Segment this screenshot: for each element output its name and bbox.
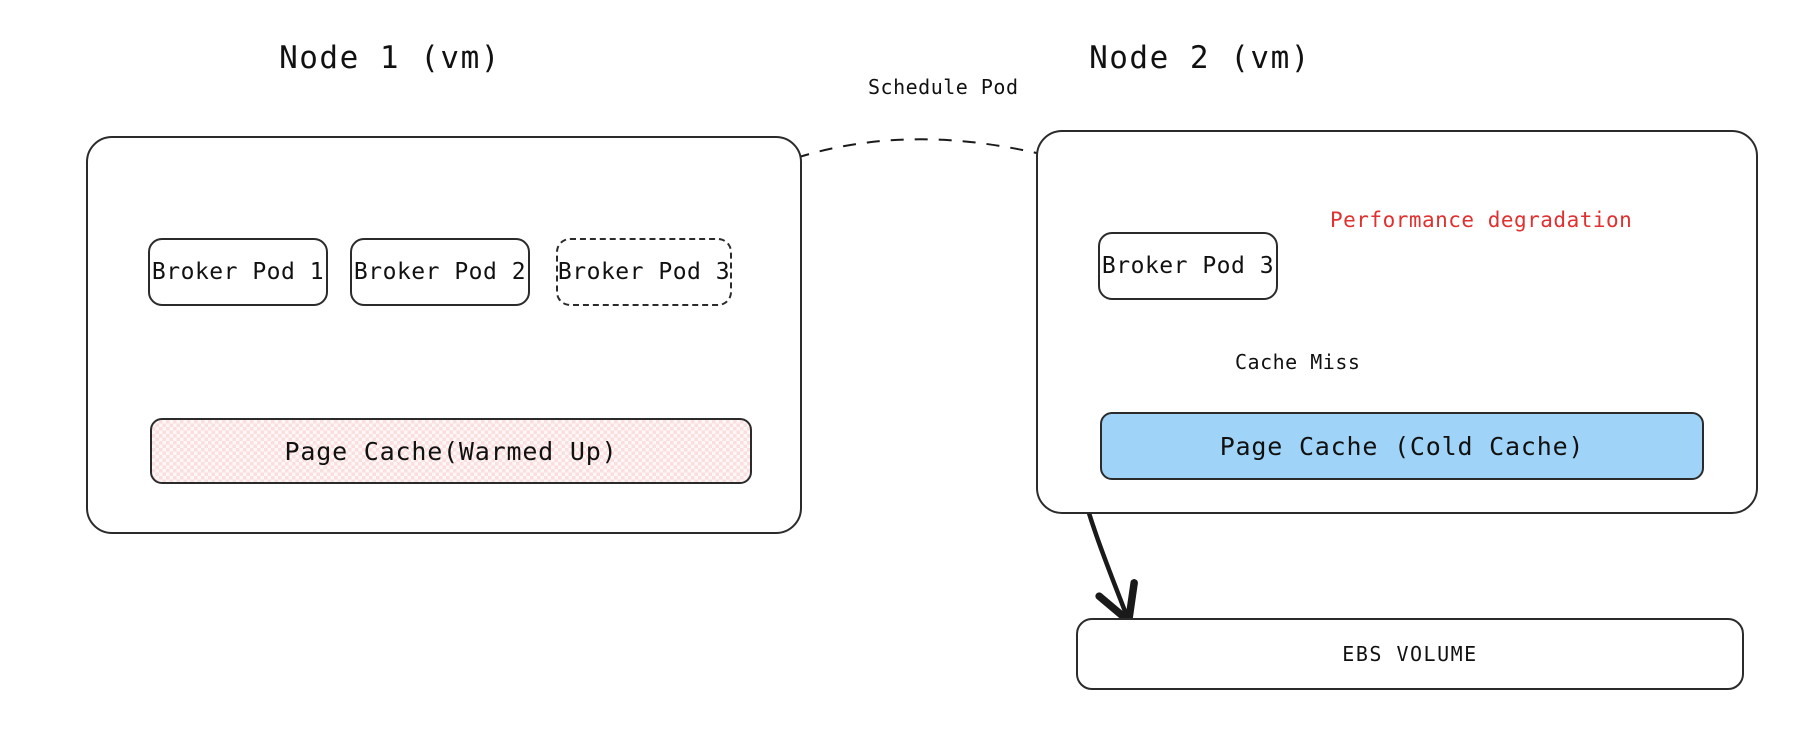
cache-miss-label: Cache Miss <box>1235 350 1361 374</box>
pod-broker-pod-3-evicted[interactable]: Broker Pod 3 <box>556 238 732 306</box>
pod-broker-pod-2[interactable]: Broker Pod 2 <box>350 238 530 306</box>
pod-broker-pod-1[interactable]: Broker Pod 1 <box>148 238 328 306</box>
ebs-volume-box: EBS VOLUME <box>1076 618 1744 690</box>
page-cache-warmed-up: Page Cache(Warmed Up) <box>150 418 752 484</box>
schedule-pod-label: Schedule Pod <box>868 75 1019 99</box>
node2-title: Node 2 (vm) <box>1089 40 1311 76</box>
page-cache-cold-cache: Page Cache (Cold Cache) <box>1100 412 1704 480</box>
node1-title: Node 1 (vm) <box>279 40 501 76</box>
performance-degradation-label: Performance degradation <box>1330 208 1633 232</box>
pod-broker-pod-3-rescheduled[interactable]: Broker Pod 3 <box>1098 232 1278 300</box>
